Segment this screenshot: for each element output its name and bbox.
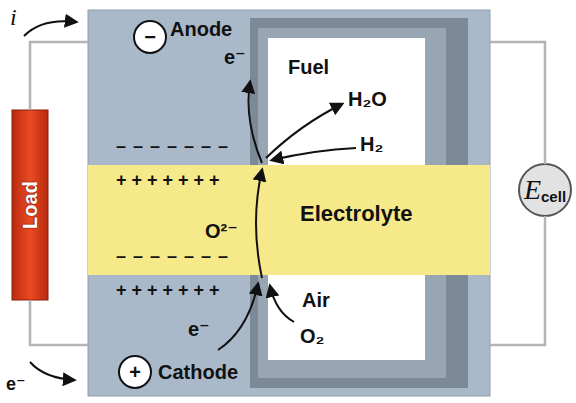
- voltmeter-circle: Ecell: [519, 164, 571, 216]
- voltmeter-body: [519, 164, 571, 216]
- oxygen-in-arrow: [270, 286, 294, 322]
- voltage-symbol: E: [524, 174, 541, 206]
- electrode-label: Cathode: [158, 361, 238, 384]
- electron-flow-arrow: [30, 362, 74, 380]
- charge-row: – – – – – – –: [116, 136, 229, 157]
- circuit-wire: [30, 300, 88, 345]
- electron-label: e⁻: [224, 46, 246, 69]
- circuit-wire: [30, 42, 88, 110]
- load-body: [12, 110, 48, 300]
- voltage-subscript: cell: [541, 188, 566, 205]
- charge-row: +++++++: [116, 280, 225, 301]
- load-box: Load: [12, 110, 48, 300]
- species-label: O₂: [300, 325, 324, 348]
- charge-row: +++++++: [116, 170, 225, 191]
- polarity-sign: −: [133, 20, 167, 54]
- ion-label: O²⁻: [205, 220, 238, 243]
- circuit-wire: [490, 216, 545, 345]
- electron-label: e⁻: [6, 374, 26, 395]
- fuel-chamber: [268, 38, 425, 165]
- charge-row: – – – – – – –: [116, 246, 229, 267]
- electron-release-arrow: [249, 82, 263, 163]
- current-arrow: [24, 21, 76, 36]
- hydrogen-in-arrow: [272, 148, 356, 160]
- species-label: H₂: [360, 133, 383, 156]
- air-chamber: AirO₂: [268, 275, 425, 360]
- chamber-bevel: [258, 28, 446, 165]
- electron-label: e⁻: [188, 318, 210, 341]
- chamber-frame: [250, 18, 468, 165]
- load-label: Load: [19, 181, 42, 229]
- air-chamber: [268, 275, 425, 360]
- chamber-label: Fuel: [288, 56, 329, 79]
- chamber-bevel: [258, 275, 446, 378]
- species-label: H₂O: [348, 88, 387, 111]
- current-symbol: i: [10, 4, 17, 32]
- polarity-sign: +: [118, 355, 152, 389]
- electrode-label: Anode: [170, 18, 232, 41]
- fuel-chamber: FuelH₂O H₂: [268, 38, 425, 165]
- electrode-block: [88, 10, 490, 396]
- chamber-frame: [250, 275, 468, 388]
- oxide-ion-arrow: [256, 170, 262, 278]
- electrolyte-label: Electrolyte: [300, 201, 413, 226]
- chamber-label: Air: [302, 289, 330, 312]
- circuit-wire: [490, 42, 545, 164]
- electrolyte-band: [88, 165, 490, 275]
